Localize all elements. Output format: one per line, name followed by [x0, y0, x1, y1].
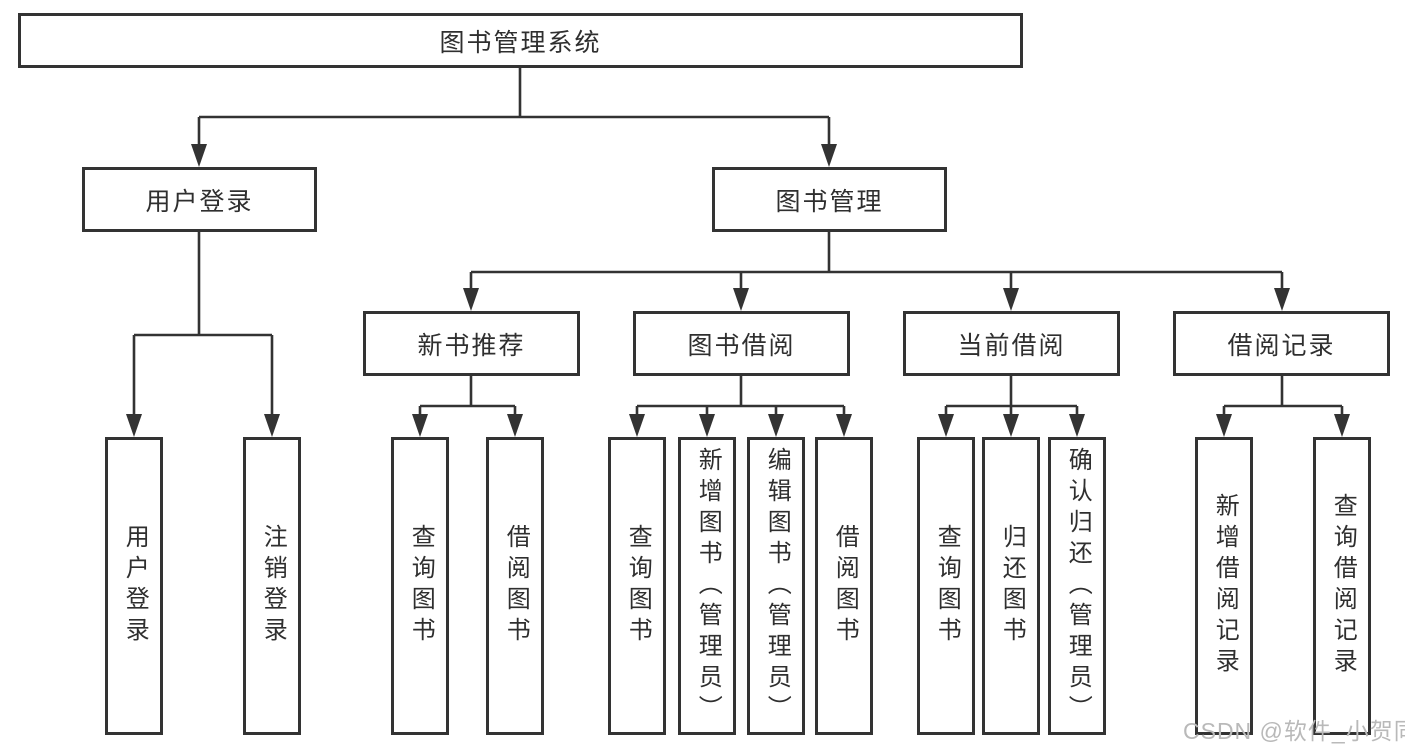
leaf-add-borrow-record: 新增借阅记录: [1195, 437, 1253, 735]
arrowhead: [264, 414, 280, 437]
arrowhead: [821, 144, 837, 167]
leaf-query-books-current: 查询图书: [917, 437, 975, 735]
arrowhead: [938, 414, 954, 437]
leaf-edit-books-admin: 编辑图书（管理员）: [747, 437, 805, 735]
leaf-logout: 注销登录: [243, 437, 301, 735]
connector-lines: [132, 68, 1344, 421]
arrowhead: [191, 144, 207, 167]
arrowheads: [126, 144, 1350, 437]
leaf-borrow-books-recommend: 借阅图书: [486, 437, 544, 735]
leaf-return-books: 归还图书: [982, 437, 1040, 735]
node-current-borrowing: 当前借阅: [903, 311, 1120, 376]
leaf-borrow-books-borrow: 借阅图书: [815, 437, 873, 735]
arrowhead: [836, 414, 852, 437]
arrowhead: [699, 414, 715, 437]
node-root-system: 图书管理系统: [18, 13, 1023, 68]
watermark: CSDN @软件_小贺同学: [1183, 718, 1405, 744]
leaf-add-books-admin: 新增图书（管理员）: [678, 437, 736, 735]
arrowhead: [1334, 414, 1350, 437]
node-borrowing-records: 借阅记录: [1173, 311, 1390, 376]
arrowhead: [126, 414, 142, 437]
arrowhead: [1003, 288, 1019, 311]
leaf-query-borrow-record: 查询借阅记录: [1313, 437, 1371, 735]
node-book-borrowing: 图书借阅: [633, 311, 850, 376]
arrowhead: [629, 414, 645, 437]
leaf-user-login: 用户登录: [105, 437, 163, 735]
arrowhead: [768, 414, 784, 437]
node-new-book-recommendation: 新书推荐: [363, 311, 580, 376]
arrowhead: [1069, 414, 1085, 437]
arrowhead: [1274, 288, 1290, 311]
arrowhead: [733, 288, 749, 311]
leaf-query-books-recommend: 查询图书: [391, 437, 449, 735]
leaf-confirm-return-admin: 确认归还（管理员）: [1048, 437, 1106, 735]
node-book-management: 图书管理: [712, 167, 947, 232]
arrowhead: [1003, 414, 1019, 437]
leaf-query-books-borrow: 查询图书: [608, 437, 666, 735]
arrowhead: [1216, 414, 1232, 437]
arrowhead: [507, 414, 523, 437]
arrowhead: [412, 414, 428, 437]
node-user-login: 用户登录: [82, 167, 317, 232]
arrowhead: [463, 288, 479, 311]
